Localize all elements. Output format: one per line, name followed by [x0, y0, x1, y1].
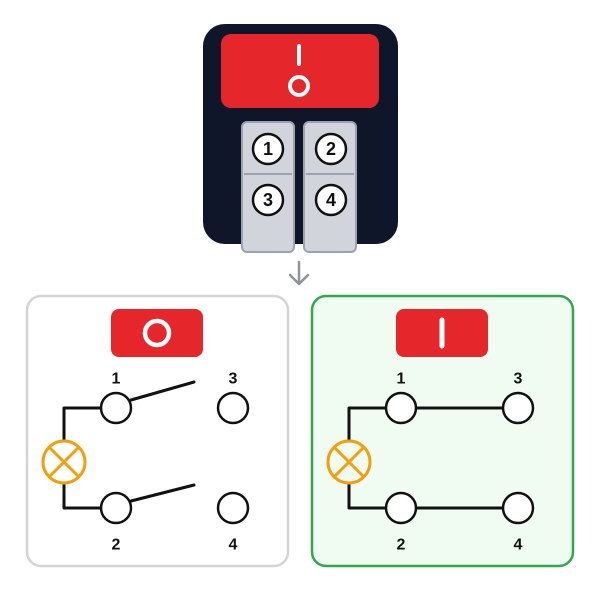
off-label-4: 4: [229, 537, 238, 554]
off-contact-arm-bottom: [129, 483, 196, 503]
off-contact-1: [99, 391, 133, 425]
off-contact-4: [216, 491, 250, 525]
on-label-4: 4: [514, 537, 523, 554]
terminal-label-2: 2: [326, 139, 336, 159]
off-contact-3: [216, 391, 250, 425]
terminal-2: 2: [314, 132, 348, 166]
on-label-1: 1: [397, 371, 406, 388]
terminal-4: 4: [314, 183, 348, 217]
off-symbol-icon: [142, 318, 172, 348]
arrow-down-icon: [288, 260, 310, 286]
on-contact-4: [501, 491, 535, 525]
on-label-2: 2: [397, 537, 406, 554]
off-contact-2: [99, 491, 133, 525]
off-label-2: 2: [112, 537, 121, 554]
on-wiring: [347, 406, 504, 510]
terminal-label-3: 3: [263, 190, 273, 210]
off-label-1: 1: [112, 371, 121, 388]
terminal-label-1: 1: [263, 139, 273, 159]
terminal-3: 3: [251, 183, 285, 217]
on-state-panel: I 1 3 2 4: [310, 294, 575, 568]
lamp-icon: [326, 439, 372, 485]
off-label-3: 3: [229, 371, 238, 388]
rocker-off-mark: [288, 75, 310, 97]
on-contact-2: [384, 491, 418, 525]
rocker-switch: 1 2 3 4: [203, 24, 398, 253]
off-wiring: [62, 380, 196, 510]
lamp-icon: [41, 439, 87, 485]
on-contacts: [384, 391, 535, 525]
off-badge: [111, 309, 203, 357]
rocker-button[interactable]: [221, 34, 379, 108]
off-contact-arm-top: [129, 380, 196, 402]
on-contact-1: [384, 391, 418, 425]
off-state-panel: O 1 3 2 4: [25, 294, 290, 568]
off-contacts: [99, 391, 250, 525]
terminal-label-4: 4: [326, 190, 336, 210]
terminal-1: 1: [251, 132, 285, 166]
on-label-3: 3: [514, 371, 523, 388]
on-contact-3: [501, 391, 535, 425]
